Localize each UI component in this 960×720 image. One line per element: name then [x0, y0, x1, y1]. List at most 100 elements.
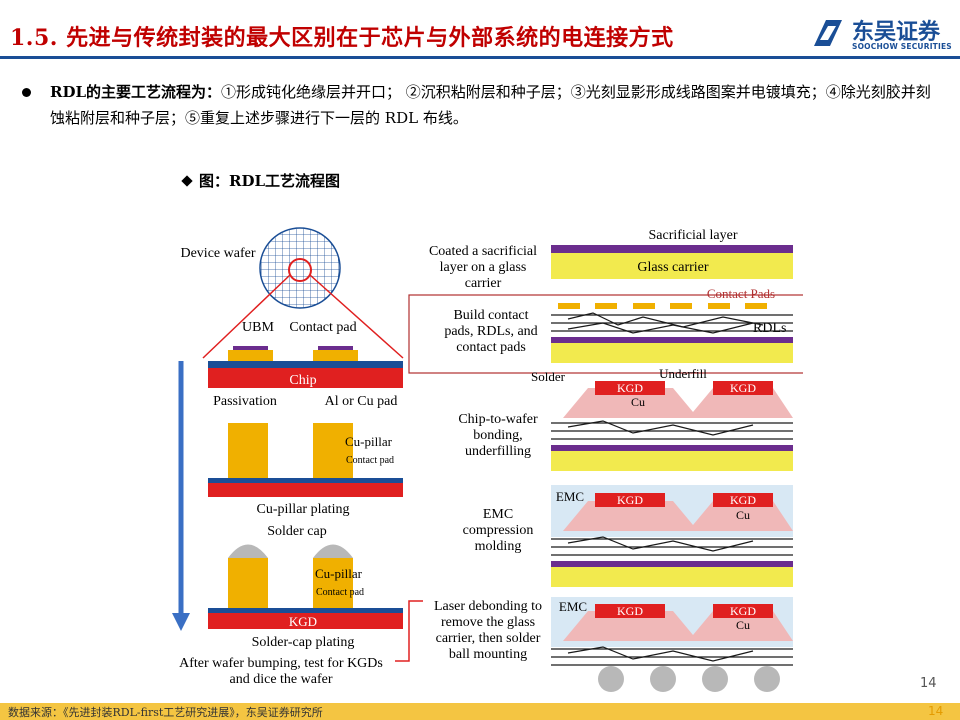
and-dice-label: and dice the wafer — [230, 672, 333, 687]
cu-pillar-left — [228, 423, 268, 478]
emc-text-2: compression — [463, 523, 534, 538]
source-text: 数据来源：《先进封装RDL-first工艺研究进展》，东吴证券研究所 — [8, 706, 323, 719]
highlight-box — [408, 294, 803, 374]
process-bullet: RDL的主要工艺流程为：①形成钝化绝缘层并开口； ②沉积粘附层和种子层；③光刻显… — [22, 79, 942, 131]
cu-pillar-right-3 — [313, 558, 353, 608]
wafer-icon — [259, 227, 341, 309]
underfill-left-4 — [563, 501, 698, 531]
chip-base-2 — [208, 483, 403, 497]
figure-caption: 图：RDL工艺流程图 — [181, 170, 340, 191]
sacrificial-layer-2 — [551, 337, 793, 343]
cu-label-1: Cu — [631, 395, 645, 409]
cu-label-3: Cu — [736, 618, 750, 632]
footer-page-number: 14 — [928, 704, 944, 718]
wafer-highlight-circle — [288, 258, 312, 282]
solder-cap-left — [228, 544, 268, 558]
title-divider — [0, 56, 960, 59]
glass-carrier-2 — [551, 343, 793, 363]
sacrificial-layer-3 — [551, 445, 793, 451]
contact-pads-label: Contact Pads — [707, 286, 775, 301]
cu-label-2: Cu — [736, 508, 750, 522]
glass-carrier — [551, 253, 793, 279]
bullet-dot-icon — [22, 88, 31, 97]
zoom-lines — [202, 274, 404, 359]
emc-text-3: molding — [475, 539, 522, 554]
underfill-right-5 — [688, 611, 793, 641]
al-cu-pad-label: Al or Cu pad — [325, 394, 398, 409]
coated-label-1: Coated a sacrificial — [429, 244, 537, 259]
coated-label-3: carrier — [465, 276, 502, 291]
coated-label-2: layer on a glass — [440, 260, 527, 275]
underfill-right-4 — [688, 501, 793, 531]
sacrificial-layer — [551, 245, 793, 253]
underfill-left-5 — [563, 611, 698, 641]
glass-carrier-label: Glass carrier — [637, 260, 708, 275]
chip-base — [208, 368, 403, 388]
underfill-label: Underfill — [659, 366, 707, 381]
kgd-chip-5 — [595, 604, 665, 618]
underfill-right — [688, 388, 793, 418]
kgd-chip-4 — [713, 493, 773, 507]
sacrificial-layer-label: Sacrificial layer — [648, 228, 737, 243]
passivation-layer-2 — [208, 478, 403, 483]
solder-cap-plating-label: Solder-cap plating — [252, 635, 355, 650]
kgd-label-1: KGD — [617, 381, 643, 395]
emc-text-1: EMC — [483, 507, 513, 522]
kgd-chip-1 — [595, 381, 665, 395]
kgd-chip-2 — [713, 381, 773, 395]
cu-pillar-right — [313, 423, 353, 478]
pad-left — [228, 350, 273, 361]
kgd-label-5: KGD — [617, 604, 643, 618]
kgd-label-2: KGD — [730, 381, 756, 395]
kgd-chip-6 — [713, 604, 773, 618]
bullet-lead: RDL的主要工艺流程为： — [50, 83, 222, 101]
diamond-icon — [181, 175, 193, 187]
solder-cap-label: Solder cap — [267, 524, 326, 539]
company-logo: 东吴证券 SOOCHOW SECURITIES — [806, 14, 956, 54]
page-title: 1.5. 先进与传统封装的最大区别在于芯片与外部系统的电连接方式 — [10, 25, 674, 51]
build-label-2: pads, RDLs, and — [444, 324, 537, 339]
c2w-label-2: bonding, — [473, 428, 522, 443]
sacrificial-layer-4 — [551, 561, 793, 567]
kgd-label-left: KGD — [289, 614, 317, 629]
left-panel-bg — [163, 353, 413, 648]
passivation-layer — [208, 361, 403, 368]
kgd-label-3: KGD — [617, 493, 643, 507]
cu-pillar-left-3 — [228, 558, 268, 608]
logo-text: 东吴证券 — [852, 20, 941, 45]
laser-label-2: remove the glass — [441, 615, 535, 630]
rdl-stack — [558, 303, 767, 309]
rdl-lines — [551, 312, 793, 334]
rdl-process-diagram: Device wafer UBM Contact pad Chip Passiv… — [163, 227, 803, 692]
glass-carrier-4 — [551, 567, 793, 587]
rdl-lines-4 — [551, 646, 793, 666]
contact-pad-small-label: Contact pad — [346, 455, 394, 466]
rdl-lines-2 — [551, 420, 793, 440]
kgd-label-4: KGD — [730, 493, 756, 507]
kgd-chip-3 — [595, 493, 665, 507]
after-bumping-label: After wafer bumping, test for KGDs — [179, 656, 383, 671]
ubm-right — [318, 346, 353, 350]
device-wafer-label: Device wafer — [180, 246, 255, 261]
glass-carrier-3 — [551, 451, 793, 471]
emc-label-tag: EMC — [556, 489, 584, 504]
connector-line — [395, 600, 423, 662]
ubm-left — [233, 346, 268, 350]
source-bar: 数据来源：《先进封装RDL-first工艺研究进展》，东吴证券研究所 — [0, 703, 960, 720]
c2w-label-3: underfilling — [465, 444, 531, 459]
build-label-1: Build contact — [453, 308, 528, 323]
solder-cap-right — [313, 544, 353, 558]
page-number: 14 — [920, 676, 937, 691]
kgd-label-6: KGD — [730, 604, 756, 618]
laser-label-1: Laser debonding to — [434, 599, 542, 614]
build-label-3: contact pads — [456, 340, 526, 355]
c2w-label-1: Chip-to-wafer — [458, 412, 538, 427]
chip-base-3 — [208, 613, 403, 629]
laser-label-3: carrier, then solder — [436, 631, 541, 646]
bullet-body: ①形成钝化绝缘层并开口； ②沉积粘附层和种子层；③光刻显影形成线路图案并电镀填充… — [50, 83, 931, 127]
solder-balls — [598, 666, 780, 692]
underfill-left — [563, 388, 698, 418]
emc-label-tag-5: EMC — [559, 599, 587, 614]
bullet-text: RDL的主要工艺流程为：①形成钝化绝缘层并开口； ②沉积粘附层和种子层；③光刻显… — [50, 79, 942, 131]
cu-pillar-label-3: Cu-pillar — [315, 566, 363, 581]
